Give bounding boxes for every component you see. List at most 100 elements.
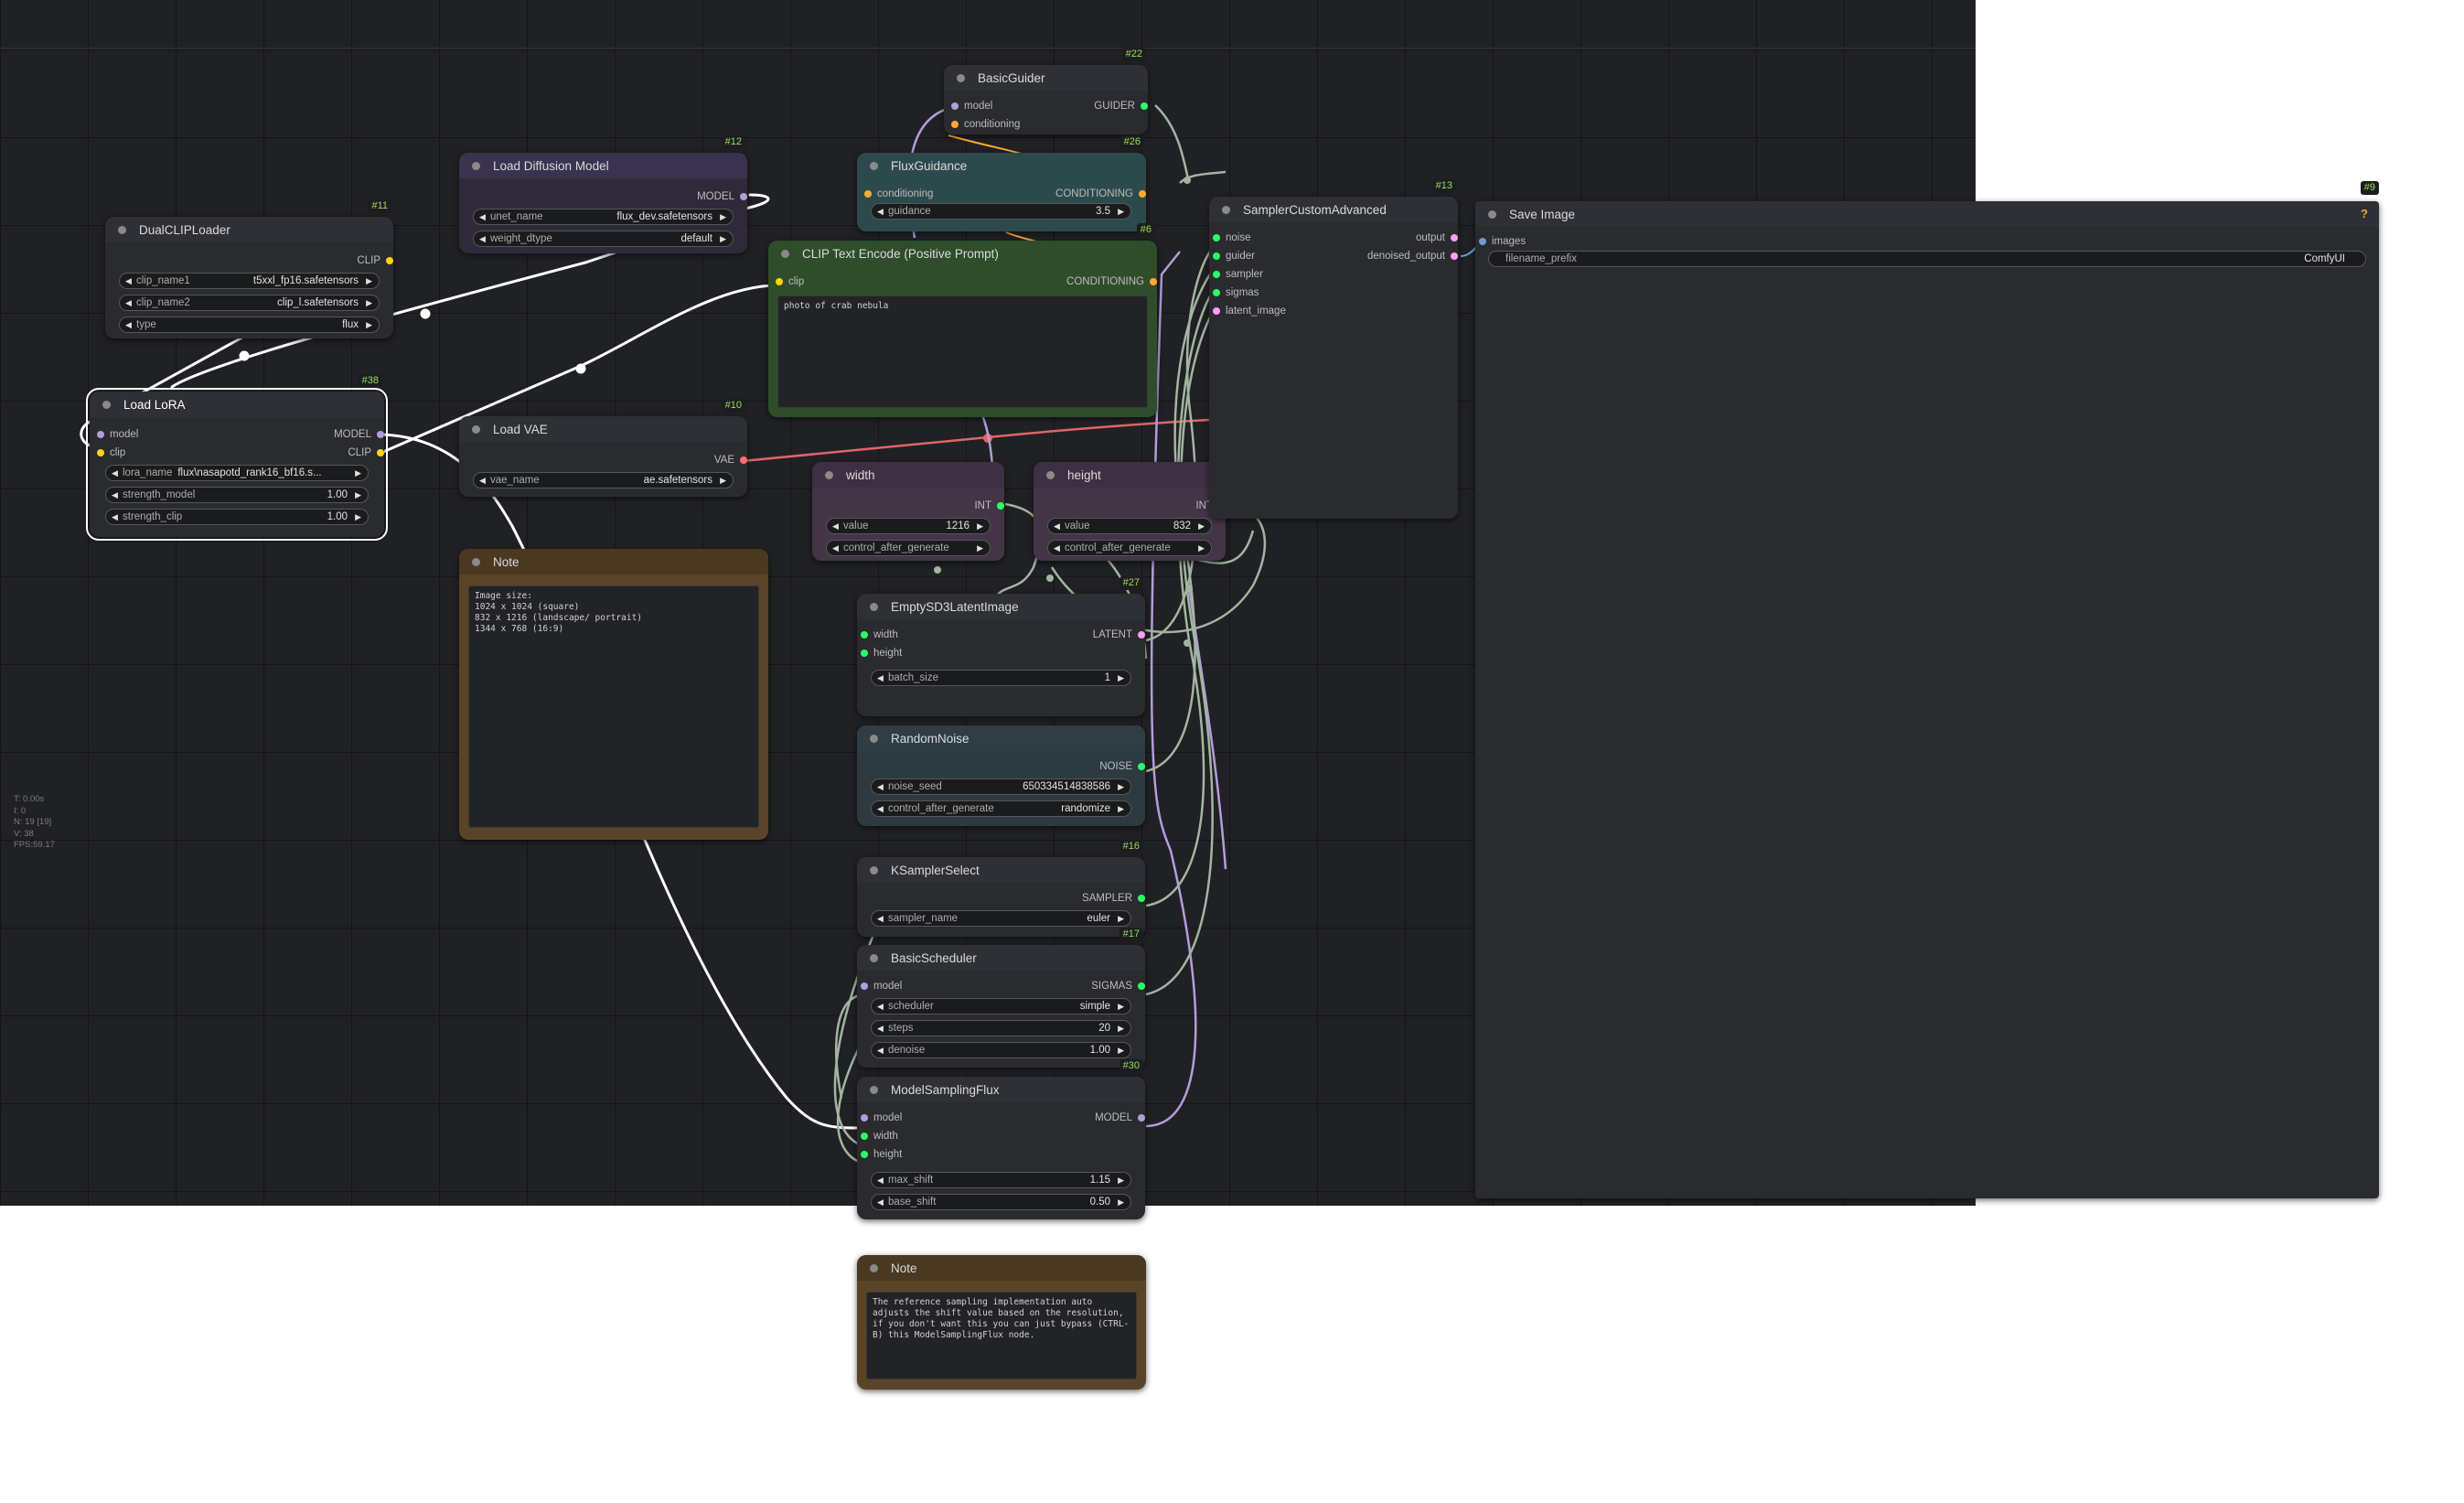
- node-empty-sd3-latent-image[interactable]: #27 EmptySD3LatentImage width height LAT…: [857, 576, 1145, 716]
- node-clip-text-encode[interactable]: #6 CLIP Text Encode (Positive Prompt) cl…: [768, 223, 1157, 417]
- node-title-bar[interactable]: width: [812, 462, 1004, 488]
- input-clip[interactable]: clip: [776, 275, 804, 288]
- node-basic-guider[interactable]: #22 BasicGuider model conditioning GUIDE…: [944, 48, 1148, 134]
- output-clip[interactable]: CLIP: [348, 446, 384, 459]
- node-ksampler-select[interactable]: #16 KSamplerSelect SAMPLER ◀sampler_name…: [857, 840, 1145, 937]
- input-conditioning[interactable]: conditioning: [951, 118, 1020, 131]
- input-guider[interactable]: guider: [1213, 250, 1255, 263]
- node-title-bar[interactable]: SamplerCustomAdvanced: [1209, 197, 1458, 222]
- collapse-dot-icon[interactable]: [870, 953, 878, 962]
- input-width[interactable]: width: [861, 1130, 898, 1143]
- output-guider[interactable]: GUIDER: [1094, 100, 1148, 113]
- node-note-image-size[interactable]: Note Image size: 1024 x 1024 (square) 83…: [459, 549, 768, 840]
- output-sampler[interactable]: SAMPLER: [1082, 892, 1145, 905]
- collapse-dot-icon[interactable]: [1222, 205, 1230, 214]
- output-denoised-output[interactable]: denoised_output: [1367, 250, 1458, 263]
- output-model[interactable]: MODEL: [697, 190, 747, 203]
- collapse-dot-icon[interactable]: [781, 249, 789, 258]
- node-title-bar[interactable]: EmptySD3LatentImage: [857, 594, 1145, 619]
- output-int[interactable]: INT: [974, 499, 1004, 512]
- input-model[interactable]: model: [951, 100, 992, 113]
- node-flux-guidance[interactable]: #26 FluxGuidance conditioning CONDITIONI…: [857, 135, 1146, 231]
- node-load-diffusion-model[interactable]: #12 Load Diffusion Model MODEL ◀unet_nam…: [459, 135, 747, 253]
- collapse-dot-icon[interactable]: [472, 557, 480, 566]
- input-noise[interactable]: noise: [1213, 231, 1251, 244]
- widget-control-after-generate[interactable]: ◀control_after_generate▶: [1047, 540, 1212, 556]
- node-title-bar[interactable]: FluxGuidance: [857, 153, 1146, 178]
- output-sigmas[interactable]: SIGMAS: [1091, 980, 1145, 993]
- help-icon[interactable]: ?: [2361, 207, 2368, 220]
- input-model[interactable]: model: [861, 1111, 902, 1124]
- node-title-bar[interactable]: height: [1034, 462, 1226, 488]
- node-title-bar[interactable]: Load LoRA: [90, 392, 384, 417]
- collapse-dot-icon[interactable]: [472, 161, 480, 170]
- node-title-bar[interactable]: BasicScheduler: [857, 945, 1145, 971]
- collapse-dot-icon[interactable]: [118, 225, 126, 234]
- input-images[interactable]: images: [1479, 235, 1526, 248]
- node-title-bar[interactable]: Note: [857, 1255, 1146, 1281]
- output-noise[interactable]: NOISE: [1099, 760, 1145, 773]
- output-vae[interactable]: VAE: [714, 454, 747, 467]
- output-output[interactable]: output: [1416, 231, 1458, 244]
- collapse-dot-icon[interactable]: [1046, 470, 1055, 479]
- output-clip[interactable]: CLIP: [357, 254, 393, 267]
- collapse-dot-icon[interactable]: [825, 470, 833, 479]
- node-title-bar[interactable]: RandomNoise: [857, 725, 1145, 751]
- node-model-sampling-flux[interactable]: #30 ModelSamplingFlux model width height…: [857, 1059, 1145, 1219]
- input-height[interactable]: height: [861, 647, 902, 660]
- input-clip[interactable]: clip: [97, 446, 125, 459]
- output-model[interactable]: MODEL: [1095, 1111, 1145, 1124]
- output-model[interactable]: MODEL: [334, 428, 384, 441]
- input-height[interactable]: height: [861, 1148, 902, 1161]
- note-text[interactable]: The reference sampling implementation au…: [866, 1292, 1137, 1380]
- collapse-dot-icon[interactable]: [957, 73, 965, 82]
- node-title-bar[interactable]: DualCLIPLoader: [105, 217, 393, 242]
- prompt-text[interactable]: photo of crab nebula: [777, 295, 1148, 408]
- collapse-dot-icon[interactable]: [870, 865, 878, 875]
- note-text[interactable]: Image size: 1024 x 1024 (square) 832 x 1…: [468, 585, 759, 828]
- node-load-lora[interactable]: #38 Load LoRA model clip MODEL CLIP ◀lor…: [86, 374, 388, 541]
- collapse-dot-icon[interactable]: [870, 161, 878, 170]
- collapse-dot-icon[interactable]: [1488, 209, 1496, 219]
- node-title-bar[interactable]: Load VAE: [459, 416, 747, 442]
- node-title-bar[interactable]: BasicGuider: [944, 65, 1148, 91]
- input-width[interactable]: width: [861, 628, 898, 641]
- node-title-bar[interactable]: ModelSamplingFlux: [857, 1077, 1145, 1102]
- node-basic-scheduler[interactable]: #17 BasicScheduler model SIGMAS ◀schedul…: [857, 928, 1145, 1068]
- input-sampler[interactable]: sampler: [1213, 268, 1263, 281]
- node-title-bar[interactable]: CLIP Text Encode (Positive Prompt): [768, 241, 1157, 266]
- widget-control-after-generate[interactable]: ◀control_after_generate▶: [826, 540, 991, 556]
- collapse-dot-icon[interactable]: [102, 400, 111, 409]
- collapse-dot-icon[interactable]: [870, 1263, 878, 1272]
- node-sampler-custom-advanced[interactable]: #13 SamplerCustomAdvanced noise guider s…: [1209, 179, 1458, 519]
- input-model[interactable]: model: [97, 428, 138, 441]
- collapse-dot-icon[interactable]: [870, 1085, 878, 1094]
- input-latent-image[interactable]: latent_image: [1213, 305, 1286, 317]
- output-conditioning[interactable]: CONDITIONING: [1055, 188, 1146, 200]
- node-title-bar[interactable]: Note: [459, 549, 768, 574]
- collapse-dot-icon[interactable]: [472, 424, 480, 434]
